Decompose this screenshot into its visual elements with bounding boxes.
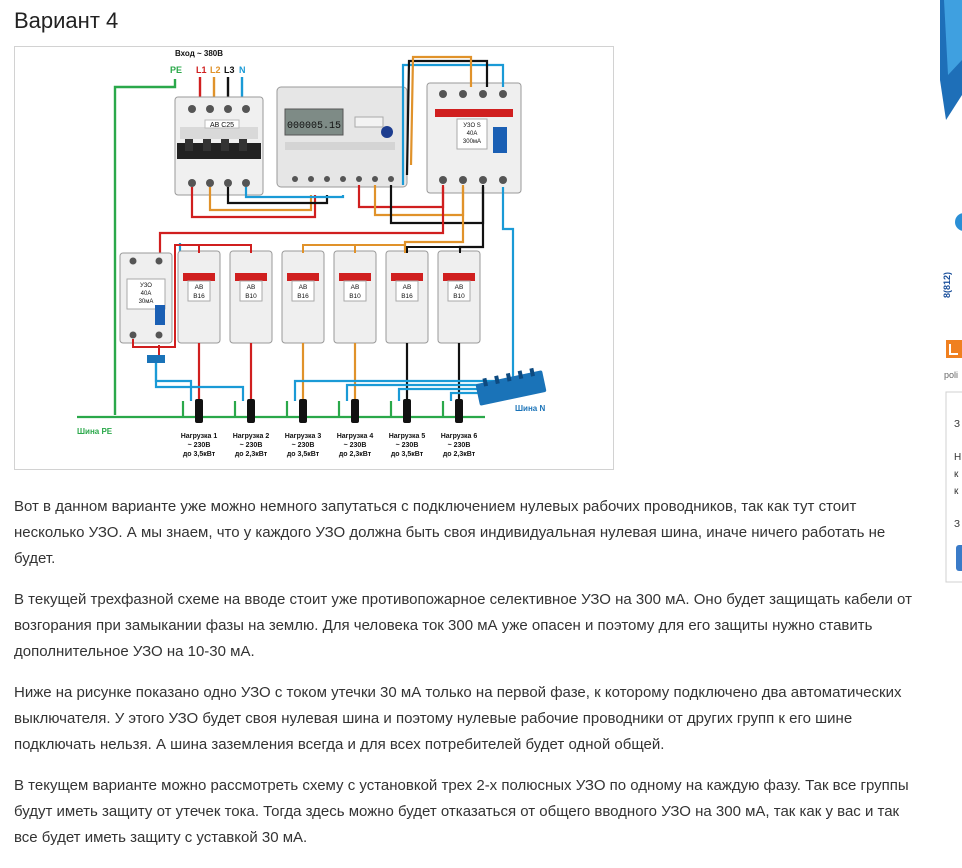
sidebar-widget [945,391,962,583]
sidebar-widget-char-4: к [954,486,959,497]
incoming-wires [113,77,244,415]
breaker-4-label-bottom: В10 [349,293,361,300]
paragraph-3: Ниже на рисунке показано одно УЗО с токо… [14,684,902,753]
phase-label-pe: PE [170,65,182,75]
breaker-3: АВ В16 [281,250,325,344]
main-breaker-label: АВ С25 [210,122,234,129]
paragraph-1: Вот в данном варианте уже можно немного … [14,498,886,567]
sidebar-brand-text: poli [944,370,958,380]
pe-bus-label: Шина РЕ [77,427,113,436]
phase-label-l3: L3 [224,65,235,75]
breaker-5-label-bottom: В16 [401,293,413,300]
load-3-power: до 3,5кВт [287,451,320,458]
breaker-1: АВ В16 [177,250,221,344]
main-breaker: АВ С25 [174,96,264,196]
load-5-power: до 3,5кВт [391,451,424,458]
sidebar-widget-button[interactable] [956,545,962,571]
main-rcd-label-1: УЗО S [463,123,481,129]
breaker-2-label-top: АВ [247,284,256,291]
load-2-voltage: ~ 230В [240,442,263,449]
load-2-name: Нагрузка 2 [233,433,270,440]
load-wires [154,343,485,401]
pe-bus [77,401,485,419]
sidebar-phone-number[interactable]: 8(812) [942,272,952,298]
phase-label-l1: L1 [196,65,207,75]
sidebar-logo-icon [946,340,962,358]
load-1-power: до 3,5кВт [183,451,216,458]
breaker-5: АВ В16 [385,250,429,344]
sidebar-banner-highlight [944,0,962,75]
main-rcd: УЗО S 40А 300мА [426,82,522,194]
breaker-4-label-top: АВ [351,284,360,291]
load-4-name: Нагрузка 4 [337,433,374,440]
electric-meter: 000005.15 [276,86,408,188]
load-1-voltage: ~ 230В [188,442,211,449]
main-rcd-label-2: 40А [467,131,478,137]
group-rcd-label-1: УЗО [140,283,152,289]
breaker-feed-wires [132,244,461,355]
meter-display: 000005.15 [287,121,341,132]
input-label: Вход ~ 380В [175,49,223,58]
load-6-power: до 2,3кВт [443,451,476,458]
neutral-bus: Шина N [475,367,547,413]
main-wiring [158,55,515,383]
group-rcd-label-3: 30мА [139,299,154,305]
phase-label-l2: L2 [210,65,221,75]
load-4-power: до 2,3кВт [339,451,372,458]
sidebar-widget-char-5: З [954,519,960,530]
sidebar-widget-char-1: З [954,419,960,430]
breaker-3-label-top: АВ [299,284,308,291]
breaker-3-label-bottom: В16 [297,293,309,300]
article-heading: Вариант 4 [14,8,119,33]
paragraph-4: В текущем варианте можно рассмотреть схе… [14,777,909,846]
load-6-name: Нагрузка 6 [441,433,478,440]
wiring-diagram: Вход ~ 380В PE L1 L2 L3 N АВ С25 000005.… [77,49,547,458]
load-5-voltage: ~ 230В [396,442,419,449]
phase-label-n: N [239,65,246,75]
neutral-bus-label: Шина N [515,404,545,413]
load-3-voltage: ~ 230В [292,442,315,449]
group-neutral-bus [147,355,165,363]
paragraph-2: В текущей трехфазной схеме на вводе стои… [14,591,912,660]
right-sidebar: 8(812) poli З Н к к З [940,0,962,863]
group-rcd: УЗО 40А 30мА [119,252,173,344]
breaker-1-label-top: АВ [195,284,204,291]
sidebar-widget-char-3: к [954,469,959,480]
breaker-6: АВ В10 [437,250,481,344]
load-terminals [195,399,463,423]
sidebar-logo-mark [949,344,958,355]
load-4-voltage: ~ 230В [344,442,367,449]
breaker-6-label-bottom: В10 [453,293,465,300]
breaker-2: АВ В10 [229,250,273,344]
sidebar-widget-char-2: Н [954,452,961,463]
main-rcd-label-3: 300мА [463,139,481,145]
load-3-name: Нагрузка 3 [285,433,322,440]
load-5-name: Нагрузка 5 [389,433,426,440]
load-2-power: до 2,3кВт [235,451,268,458]
breaker-4: АВ В10 [333,250,377,344]
wiring-diagram-figure: Вход ~ 380В PE L1 L2 L3 N АВ С25 000005.… [14,46,614,470]
load-1-name: Нагрузка 1 [181,433,218,440]
load-labels: Нагрузка 1 ~ 230В до 3,5кВт Нагрузка 2 ~… [181,433,478,458]
load-6-voltage: ~ 230В [448,442,471,449]
breaker-6-label-top: АВ [455,284,464,291]
sidebar-graphics: 8(812) poli З Н к к З [940,0,962,583]
breaker-2-label-bottom: В10 [245,293,257,300]
breaker-5-label-top: АВ [403,284,412,291]
group-rcd-label-2: 40А [141,291,152,297]
breaker-1-label-bottom: В16 [193,293,205,300]
sidebar-phone-icon[interactable] [955,213,962,231]
